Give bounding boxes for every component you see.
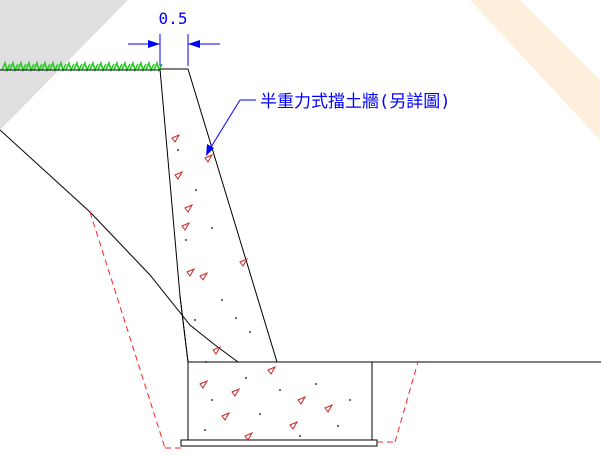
aggregate-mark bbox=[297, 395, 307, 405]
grass-symbol bbox=[1, 60, 163, 73]
grass-tuft bbox=[73, 60, 83, 73]
grass-tuft bbox=[113, 60, 123, 73]
grass-tuft bbox=[9, 60, 19, 73]
grass-tuft bbox=[17, 60, 27, 73]
watermark-gray-shape bbox=[0, 0, 128, 130]
aggregate-dot bbox=[315, 383, 317, 385]
grass-tuft bbox=[97, 60, 107, 73]
grass-tuft bbox=[1, 60, 11, 73]
levelling-pad bbox=[180, 439, 378, 447]
grass-tuft bbox=[89, 60, 99, 73]
aggregate-mark bbox=[239, 257, 249, 267]
concrete-aggregate-hatch bbox=[171, 133, 334, 441]
dimension-label: 0.5 bbox=[159, 9, 188, 28]
aggregate-dot bbox=[211, 399, 213, 401]
grass-tuft bbox=[57, 60, 67, 73]
top-width-dimension bbox=[128, 34, 220, 66]
concrete-dots bbox=[177, 149, 351, 437]
aggregate-mark bbox=[244, 431, 254, 441]
aggregate-mark bbox=[199, 271, 209, 281]
grass-tuft bbox=[25, 60, 35, 73]
aggregate-dot bbox=[235, 317, 237, 319]
aggregate-dot bbox=[299, 435, 301, 437]
wall-callout-label: 半重力式擋土牆(另詳圖) bbox=[260, 92, 450, 112]
aggregate-mark bbox=[174, 170, 184, 180]
grass-tuft bbox=[121, 60, 131, 73]
grass-tuft bbox=[137, 60, 147, 73]
aggregate-dot bbox=[249, 331, 251, 333]
aggregate-mark bbox=[181, 221, 191, 231]
aggregate-dot bbox=[177, 149, 179, 151]
aggregate-dot bbox=[245, 377, 247, 379]
wall-stem-outline bbox=[159, 68, 278, 363]
watermark-orange-shape bbox=[470, 0, 600, 140]
aggregate-mark bbox=[231, 387, 241, 397]
aggregate-dot bbox=[194, 319, 196, 321]
aggregate-dot bbox=[279, 389, 281, 391]
aggregate-dot bbox=[221, 299, 223, 301]
grass-tuft bbox=[33, 60, 43, 73]
aggregate-mark bbox=[186, 267, 196, 277]
aggregate-dot bbox=[211, 227, 213, 229]
grass-tuft bbox=[81, 60, 91, 73]
excavation-line-right bbox=[394, 361, 419, 443]
grass-tuft bbox=[153, 60, 163, 73]
grass-tuft bbox=[49, 60, 59, 73]
aggregate-mark bbox=[199, 379, 209, 389]
aggregate-mark bbox=[324, 403, 334, 413]
aggregate-dot bbox=[337, 425, 339, 427]
aggregate-mark bbox=[289, 420, 299, 430]
grass-tuft bbox=[41, 60, 51, 73]
aggregate-dot bbox=[349, 399, 351, 401]
aggregate-mark bbox=[221, 411, 231, 421]
grass-tuft bbox=[65, 60, 75, 73]
aggregate-dot bbox=[205, 361, 207, 363]
aggregate-mark bbox=[212, 345, 222, 355]
aggregate-dot bbox=[204, 429, 206, 431]
aggregate-mark bbox=[184, 203, 194, 213]
aggregate-dot bbox=[195, 189, 197, 191]
aggregate-mark bbox=[267, 365, 277, 375]
aggregate-mark bbox=[171, 133, 181, 143]
grass-tuft bbox=[145, 60, 155, 73]
aggregate-dot bbox=[185, 239, 187, 241]
grass-tuft bbox=[105, 60, 115, 73]
excavation-line-left bbox=[89, 211, 166, 449]
stem-heel-line bbox=[179, 295, 189, 363]
grass-tuft bbox=[129, 60, 139, 73]
retaining-wall bbox=[159, 68, 378, 447]
ground-slope-line bbox=[0, 129, 239, 363]
wall-footing-outline bbox=[187, 361, 373, 441]
aggregate-mark bbox=[204, 153, 214, 163]
callout-leader bbox=[206, 99, 256, 156]
aggregate-dot bbox=[259, 413, 261, 415]
